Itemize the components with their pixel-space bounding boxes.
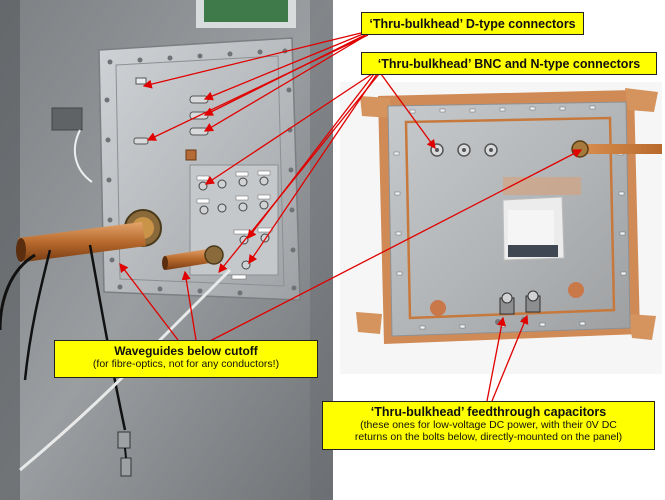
- right-photo-illustration: [340, 82, 662, 374]
- callout-bnc-ntype-connectors: ‘Thru-bulkhead’ BNC and N-type connector…: [361, 52, 657, 75]
- callout-feedthrough-title: ‘Thru-bulkhead’ feedthrough capacitors: [370, 405, 607, 419]
- left-photo-panel-on-wall: [0, 0, 333, 500]
- callout-dtype-title: ‘Thru-bulkhead’ D-type connectors: [369, 17, 576, 31]
- right-photo-panel-closeup: [340, 82, 662, 374]
- callout-feedthrough-sub2: returns on the bolts below, directly-mou…: [354, 431, 623, 443]
- left-photo-illustration: [0, 0, 333, 500]
- black-cable-2: [88, 244, 127, 431]
- callout-waveguides-sub: (for fibre-optics, not for any conductor…: [92, 358, 280, 370]
- callout-feedthrough-capacitors: ‘Thru-bulkhead’ feedthrough capacitors (…: [322, 401, 655, 450]
- black-cable-1: [0, 253, 36, 331]
- callout-bnc-title: ‘Thru-bulkhead’ BNC and N-type connector…: [377, 57, 641, 71]
- copper-disc-left: [430, 300, 446, 316]
- callout-feedthrough-sub1: (these ones for low-voltage DC power, wi…: [360, 419, 617, 431]
- copper-disc-right: [568, 282, 584, 298]
- dark-cable-bundle: [508, 245, 558, 257]
- callout-waveguides: Waveguides below cutoff (for fibre-optic…: [54, 340, 318, 378]
- callout-waveguides-title: Waveguides below cutoff: [114, 344, 258, 358]
- callout-dtype-connectors: ‘Thru-bulkhead’ D-type connectors: [361, 12, 584, 35]
- wall-box: [51, 107, 83, 131]
- closeup-bnc-connectors: [430, 143, 498, 157]
